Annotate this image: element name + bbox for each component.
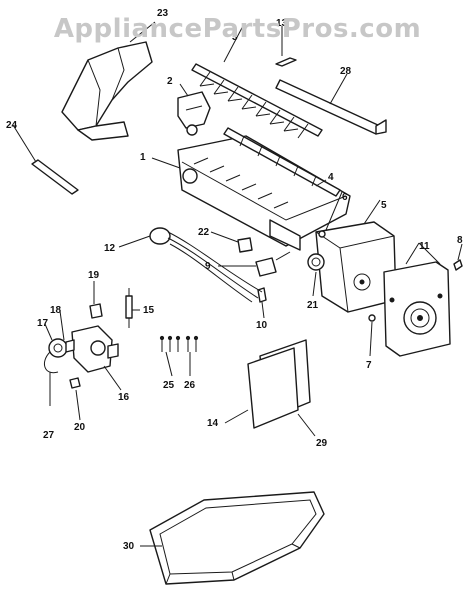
callout-6: 6 [342,192,348,203]
callout-15: 15 [143,305,155,316]
callout-4: 4 [328,172,334,183]
part-25-26-screws [159,335,199,352]
callout-11: 11 [419,241,430,252]
part-2-fill-cup [177,91,211,136]
callout-labels: 23 3 13 28 2 24 1 4 6 5 11 8 12 22 9 21 … [6,8,463,552]
part-8-screw [453,259,463,271]
part-7-screw [368,314,376,322]
part-22-cap [237,237,253,253]
callout-22: 22 [198,227,210,238]
part-23-chute [61,41,153,141]
part-10-connector [257,287,267,303]
callout-17: 17 [37,318,49,329]
part-16-water-valve [71,325,119,373]
part-24-strip [31,159,79,195]
part-6-fastener [318,230,326,238]
callout-13: 13 [276,18,288,29]
part-5-control-housing [315,221,397,313]
part-13-stripper [275,57,297,67]
part-30-ice-bin [149,491,325,585]
part-3-ejector-blades [191,63,323,139]
part-27-lead-wire [43,351,59,374]
callout-21: 21 [307,300,319,311]
leader-lines [12,21,463,547]
part-15-fuse [125,288,133,328]
part-11-front-cover [383,261,451,357]
callout-26: 26 [184,380,196,391]
part-28-shutoff-arm [275,79,387,135]
callout-23: 23 [157,8,169,19]
callout-20: 20 [74,422,86,433]
callout-8: 8 [457,235,463,246]
callout-7: 7 [366,360,372,371]
part-20-clip [69,377,81,389]
part-14-pad [247,347,299,429]
callout-16: 16 [118,392,130,403]
callout-30: 30 [123,541,135,552]
part-12-thermostat-harness [149,227,263,303]
callout-28: 28 [340,66,352,77]
callout-18: 18 [50,305,62,316]
callout-12: 12 [104,243,116,254]
part-4-ejector-rail [223,127,341,197]
part-17-solenoid [48,338,68,358]
callout-14: 14 [207,418,219,429]
part-9-bracket [255,251,291,277]
callout-9: 9 [205,261,211,272]
part-1-ice-mold [177,135,351,251]
callout-27: 27 [43,430,55,441]
callout-2: 2 [167,76,173,87]
callout-1: 1 [140,152,146,163]
callout-5: 5 [381,200,387,211]
callout-25: 25 [163,380,175,391]
callout-3: 3 [232,32,238,43]
callout-29: 29 [316,438,328,449]
callout-10: 10 [256,320,268,331]
callout-24: 24 [6,120,18,131]
part-19-cap [89,303,103,319]
callout-19: 19 [88,270,100,281]
part-18-fitting [65,339,75,353]
part-21-gear [307,253,325,271]
